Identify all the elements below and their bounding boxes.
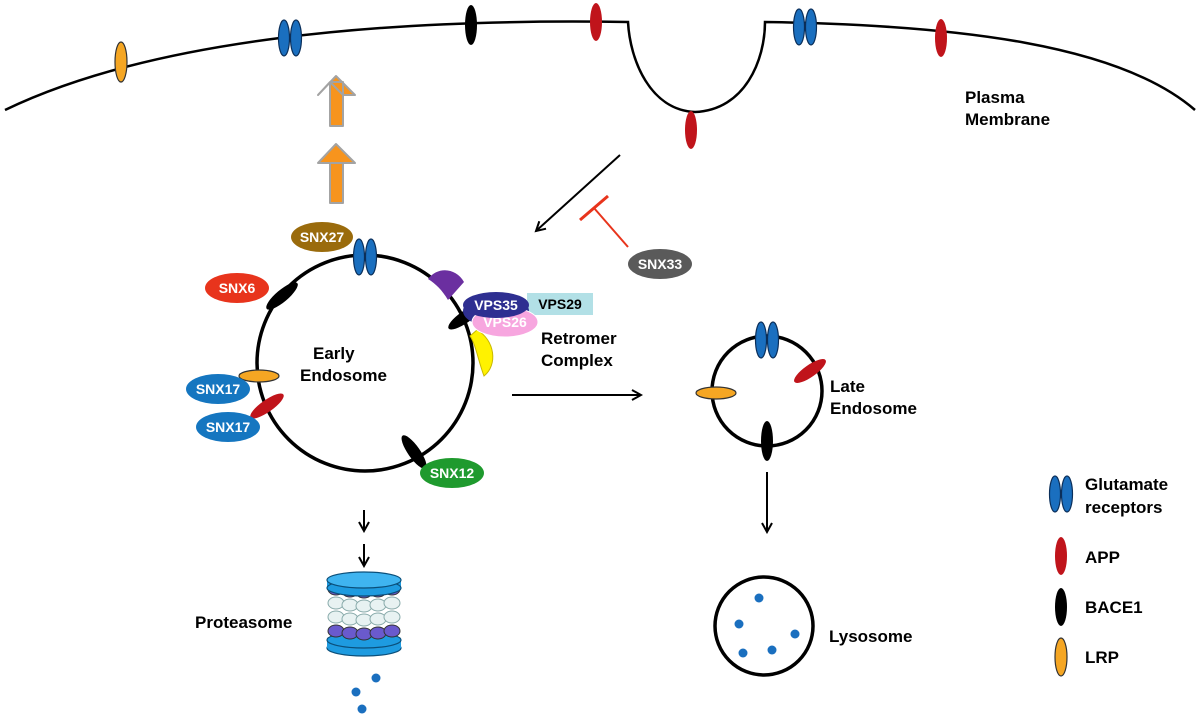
bace1-early-endosome-bottom <box>401 435 427 469</box>
app-early-endosome <box>250 393 284 419</box>
glutamate-receptor-icon <box>1048 475 1074 513</box>
peptide-particle <box>351 687 361 697</box>
endocytosis-arrow <box>536 154 621 231</box>
lysosome-particle <box>790 629 800 639</box>
late-endosome-label: Late <box>830 377 865 396</box>
snx17-label-a: SNX17 <box>196 381 241 397</box>
glutamate-receptor-membrane-2 <box>792 8 818 46</box>
legend-label-lrp: LRP <box>1085 648 1119 667</box>
legend-label-glutamate-2: receptors <box>1085 498 1162 517</box>
retromer-yellow-snx <box>469 329 494 377</box>
vps35-protein-front <box>463 292 529 318</box>
snx27-protein <box>291 222 353 252</box>
legend-label-app: APP <box>1085 548 1120 567</box>
proteasome-label: Proteasome <box>195 613 292 632</box>
recycling-arrow-upper <box>317 75 356 127</box>
snx6-label: SNX6 <box>219 280 256 296</box>
lysosome-label: Lysosome <box>829 627 912 646</box>
glutamate-receptor-late-endosome <box>754 321 780 359</box>
snx17-protein-b <box>196 412 260 442</box>
bace1-icon <box>1055 588 1067 626</box>
late-endosome-label-2: Endosome <box>830 399 917 418</box>
snx33-protein <box>628 249 692 279</box>
plasma-membrane-label: Plasma <box>965 88 1025 107</box>
lrp-icon <box>1054 637 1068 677</box>
plasma-membrane <box>4 20 1196 114</box>
retromer-label: Retromer <box>541 329 617 348</box>
lrp-membrane <box>114 41 128 83</box>
app-membrane-right <box>935 19 947 57</box>
bace1-late-endosome <box>761 421 773 461</box>
legend-label-glutamate: Glutamate <box>1085 475 1168 494</box>
proteasome <box>326 571 402 657</box>
retromer-purple-snx <box>428 270 464 300</box>
peptide-particle <box>357 704 367 714</box>
app-invagination <box>685 111 697 149</box>
plasma-membrane-label-2: Membrane <box>965 110 1050 129</box>
lysosome-particle <box>767 645 777 655</box>
vps35-label-front: VPS35 <box>474 297 518 313</box>
early-endosome-label: Early <box>313 344 355 363</box>
legend: Glutamate receptors APP BACE1 LRP <box>1048 475 1168 677</box>
snx33-inhibition-bar <box>579 194 609 222</box>
app-membrane <box>590 3 602 41</box>
lrp-late-endosome <box>695 386 737 400</box>
lrp-early-endosome <box>238 369 280 383</box>
snx33-inhibition-line <box>593 207 629 248</box>
bace1-membrane <box>465 5 477 45</box>
lysosome-particle <box>738 648 748 658</box>
early-endosome-label-2: Endosome <box>300 366 387 385</box>
legend-label-bace1: BACE1 <box>1085 598 1143 617</box>
vps29-label: VPS29 <box>538 296 582 312</box>
snx6-protein <box>205 273 269 303</box>
lysosome-particle <box>754 593 764 603</box>
snx27-label: SNX27 <box>300 229 345 245</box>
app-late-endosome <box>794 359 826 383</box>
glutamate-receptor-membrane-1 <box>277 19 303 57</box>
vps26-label: VPS26 <box>483 314 527 330</box>
snx12-protein <box>420 458 484 488</box>
snx17-label-b: SNX17 <box>206 419 251 435</box>
glutamate-receptor-early-endosome <box>352 238 378 276</box>
peptide-particle <box>371 673 381 683</box>
lysosome <box>713 575 815 677</box>
vps29-protein <box>527 293 593 315</box>
snx12-label: SNX12 <box>430 465 475 481</box>
snx33-label: SNX33 <box>638 256 683 272</box>
lysosome-particle <box>734 619 744 629</box>
snx17-protein-a <box>186 374 250 404</box>
retromer-label-2: Complex <box>541 351 613 370</box>
app-icon <box>1055 537 1067 575</box>
bace1-early-endosome-left <box>266 282 298 310</box>
recycling-arrow-lower <box>317 143 356 204</box>
